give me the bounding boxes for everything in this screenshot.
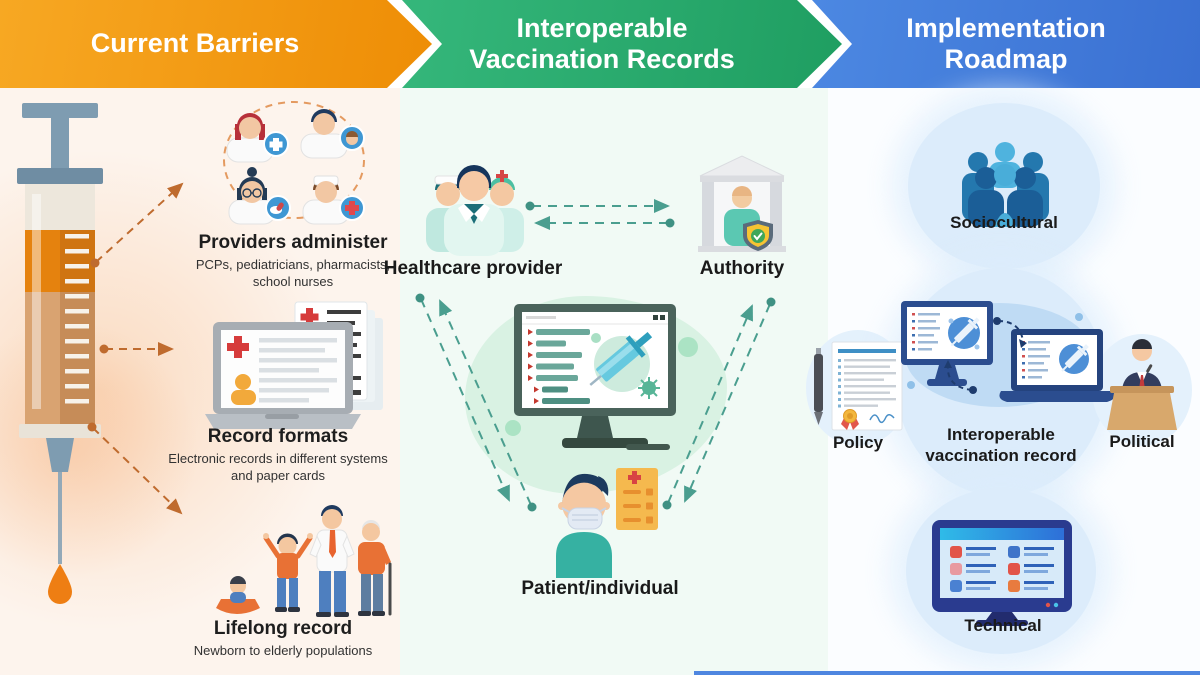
political-label: Political	[1109, 432, 1175, 451]
header-implementation-roadmap: Implementation Roadmap	[812, 0, 1200, 88]
header-current-barriers: Current Barriers	[0, 0, 432, 88]
masked-patient-icon	[556, 468, 658, 578]
technical-label: Technical	[964, 616, 1042, 635]
age-progression-icon	[216, 505, 392, 617]
vaccination-record-monitor-icon	[514, 304, 676, 450]
policy-document-icon	[814, 341, 903, 431]
healthcare-provider-label: Healthcare provider	[383, 258, 563, 279]
medical-team-icon	[426, 165, 524, 256]
patient-individual-label: Patient/individual	[521, 578, 679, 599]
connected-computers-icon	[901, 301, 1115, 407]
podium-speaker-icon	[1107, 339, 1177, 430]
technical-monitor-icon	[932, 520, 1072, 626]
providers-subtitle-label: PCPs, pediatricians, pharmacists, school…	[195, 257, 391, 290]
providers-group-icon	[223, 101, 365, 225]
syringe-icon	[17, 103, 103, 604]
bottom-edge-bar	[694, 671, 1200, 675]
authority-building-icon	[698, 155, 786, 252]
header-interoperable-records: Interoperable Vaccination Records	[402, 0, 842, 88]
authority-label: Authority	[699, 258, 785, 279]
laptop-records-icon	[205, 301, 383, 429]
lifelong-record-subtitle-label: Newborn to elderly populations	[193, 643, 373, 658]
record-formats-subtitle-label: Electronic records in different systems …	[168, 451, 388, 484]
interoperable-record-label: Interoperable vaccination record	[925, 425, 1077, 466]
record-formats-title-label: Record formats	[207, 426, 349, 447]
lifelong-record-title-label: Lifelong record	[213, 618, 353, 639]
policy-label: Policy	[832, 433, 884, 452]
people-group-icon	[962, 142, 1049, 227]
providers-title-label: Providers administer	[198, 232, 388, 253]
sociocultural-label: Sociocultural	[950, 213, 1058, 232]
